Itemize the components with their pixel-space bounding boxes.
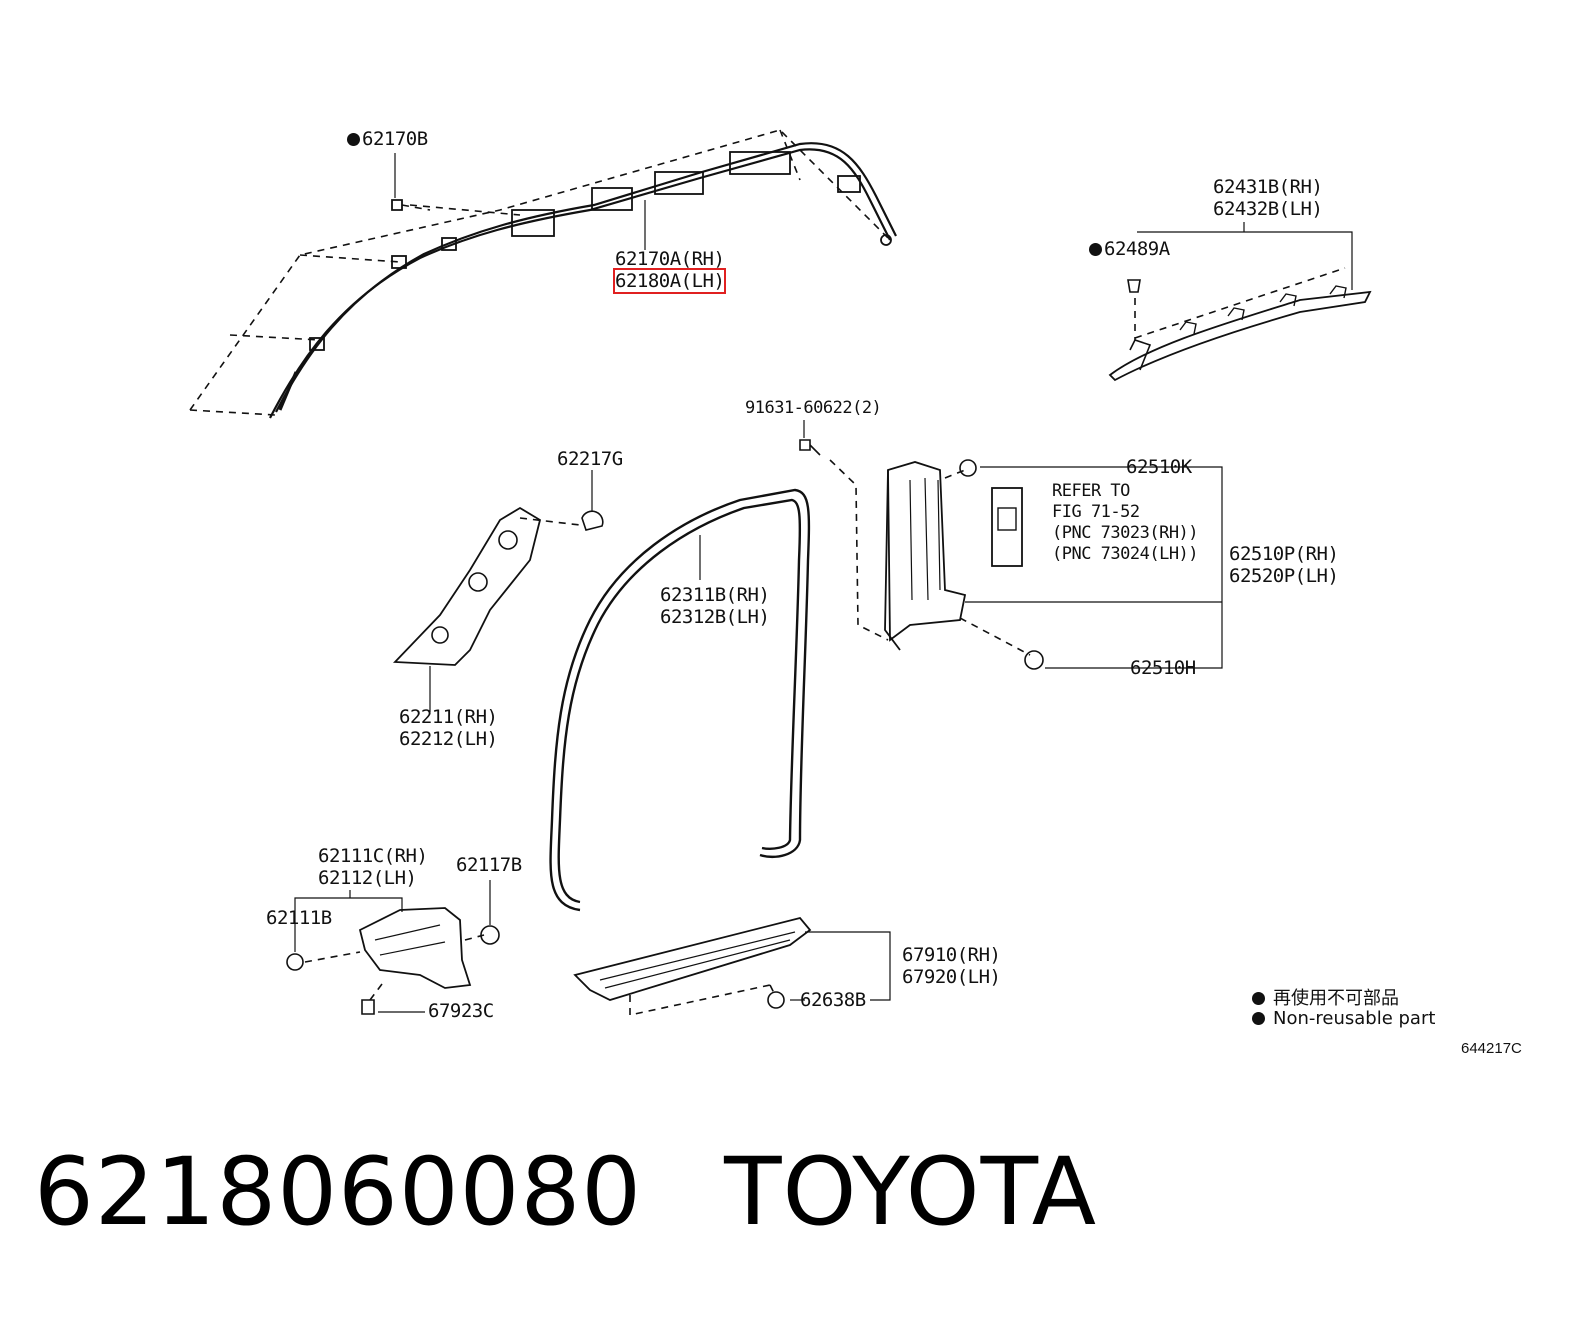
label-62510K[interactable]: 62510K — [1126, 456, 1192, 478]
label-62117B[interactable]: 62117B — [456, 854, 522, 876]
label-62111B[interactable]: 62111B — [266, 907, 332, 929]
label-62211[interactable]: 62211(RH) — [399, 706, 498, 728]
center-pillar-garnish — [829, 459, 1223, 670]
refer-note-line3: (PNC 73023(RH)) — [1052, 523, 1199, 543]
label-62431B[interactable]: 62431B(RH) — [1213, 176, 1323, 198]
legend-en: Non-reusable part — [1252, 1008, 1435, 1029]
label-62510H[interactable]: 62510H — [1130, 657, 1196, 679]
roof-rail-garnish — [1108, 222, 1372, 382]
label-62212[interactable]: 62212(LH) — [399, 728, 498, 750]
label-62180A-highlighted[interactable]: 62180A(LH) — [612, 268, 727, 294]
scuff-plate — [573, 916, 891, 1016]
non-reusable-dot-icon — [1252, 992, 1265, 1005]
label-62312B[interactable]: 62312B(LH) — [660, 606, 770, 628]
refer-note-line4: (PNC 73024(LH)) — [1052, 544, 1199, 564]
label-67923C[interactable]: 67923C — [428, 1000, 494, 1022]
footer-caption: 6218060080 TOYOTA — [34, 1138, 1097, 1247]
label-91631[interactable]: 91631-60622(2) — [745, 398, 882, 418]
non-reusable-dot-icon — [1252, 1012, 1265, 1025]
brand-name: TOYOTA — [724, 1138, 1098, 1247]
label-62311B[interactable]: 62311B(RH) — [660, 584, 770, 606]
legend-cn: 再使用不可部品 — [1252, 984, 1399, 1010]
label-62112[interactable]: 62112(LH) — [318, 867, 417, 889]
curtain-airbag-assembly — [189, 129, 897, 419]
front-pillar-garnish — [392, 470, 604, 712]
label-67910[interactable]: 67910(RH) — [902, 944, 1001, 966]
non-reusable-dot-icon — [1089, 243, 1102, 256]
label-62170B[interactable]: 62170B — [347, 128, 428, 150]
non-reusable-dot-icon — [347, 133, 360, 146]
label-62520P[interactable]: 62520P(LH) — [1229, 565, 1339, 587]
label-62170A[interactable]: 62170A(RH) — [615, 248, 725, 270]
label-62432B[interactable]: 62432B(LH) — [1213, 198, 1323, 220]
label-62489A[interactable]: 62489A — [1089, 238, 1170, 260]
label-62638B[interactable]: 62638B — [800, 989, 866, 1011]
label-62510P[interactable]: 62510P(RH) — [1229, 543, 1339, 565]
part-number: 6218060080 — [34, 1138, 643, 1247]
illustration-code: 644217C — [1461, 1040, 1522, 1057]
door-opening-weatherstrip — [549, 420, 821, 912]
refer-note-line1: REFER TO — [1052, 481, 1130, 501]
label-62111C[interactable]: 62111C(RH) — [318, 845, 428, 867]
label-62217G[interactable]: 62217G — [557, 448, 623, 470]
refer-note-line2: FIG 71-52 — [1052, 502, 1140, 522]
cowl-side-trim — [286, 880, 500, 1015]
label-67920[interactable]: 67920(LH) — [902, 966, 1001, 988]
